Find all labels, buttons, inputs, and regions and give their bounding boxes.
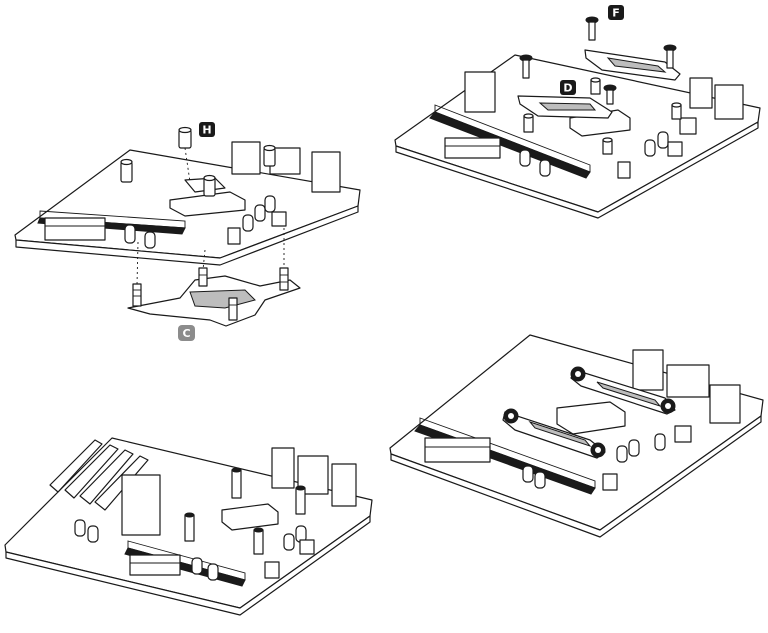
io-port — [709, 384, 741, 424]
bracket-screw — [603, 84, 617, 105]
memory-slot — [39, 210, 186, 229]
standoff — [590, 77, 601, 95]
standoff — [184, 512, 195, 542]
label-badge-d: D — [560, 80, 576, 95]
motherboard-illustration-1: H C — [14, 122, 361, 341]
label-badge-h: H — [199, 122, 215, 137]
header-connector — [271, 211, 287, 227]
io-port — [311, 151, 341, 193]
io-port — [231, 141, 261, 175]
expansion-slots — [49, 439, 149, 511]
header-connector — [264, 561, 280, 579]
label-badge-f: F — [608, 5, 624, 20]
motherboard-illustration-3 — [4, 437, 373, 616]
step-standoffs-installed — [0, 430, 380, 633]
header-connector — [602, 473, 618, 491]
standoff — [203, 174, 216, 197]
cpu-block — [121, 474, 161, 536]
io-port — [271, 447, 295, 489]
backplate-screw — [132, 283, 142, 307]
standoff — [263, 144, 276, 167]
io-port — [331, 463, 357, 507]
svg-text:D: D — [563, 82, 572, 95]
header-connector — [617, 161, 631, 179]
bracket-screw — [519, 54, 533, 79]
io-port — [714, 84, 744, 120]
capacitor-group — [74, 519, 307, 581]
backplate-screw — [279, 267, 289, 291]
backplate-screw — [228, 297, 238, 321]
memory-slot — [434, 104, 591, 173]
io-port — [632, 349, 664, 391]
capacitor-group — [124, 195, 276, 249]
step-backplate-install: H C — [0, 100, 380, 350]
power-connector — [424, 437, 491, 463]
header-connector — [679, 117, 697, 135]
standoff — [295, 485, 306, 515]
bracket-screw — [663, 44, 677, 69]
standoff — [602, 137, 613, 155]
bracket-screw — [503, 408, 519, 424]
standoff — [231, 467, 242, 499]
header-connector — [667, 141, 683, 157]
svg-text:C: C — [182, 327, 190, 340]
io-port — [464, 71, 496, 113]
cpu-socket — [556, 401, 626, 435]
motherboard-illustration-2: D F — [394, 5, 761, 219]
step-brackets-installed — [385, 330, 768, 540]
bracket-screw — [585, 16, 599, 41]
cpu-socket — [169, 191, 246, 217]
power-connector — [129, 554, 181, 576]
mounting-bracket-installed — [502, 411, 606, 459]
standoff — [253, 527, 264, 555]
io-port — [666, 364, 710, 398]
power-connector — [44, 217, 106, 241]
standoff — [120, 158, 133, 183]
capacitor-group — [519, 131, 669, 177]
backplate-screw — [198, 267, 208, 287]
svg-text:F: F — [612, 7, 620, 20]
capacitor-group — [522, 433, 666, 489]
header-connector — [674, 425, 692, 443]
bracket-screw — [570, 366, 586, 382]
svg-text:H: H — [202, 124, 211, 137]
standoff — [671, 102, 682, 120]
label-badge-c: C — [178, 325, 195, 341]
standoff — [523, 113, 534, 133]
step-bracket-install: D F — [390, 0, 768, 225]
memory-slot — [127, 540, 246, 581]
memory-slot — [419, 417, 596, 489]
power-connector — [444, 137, 501, 159]
bracket-screw — [660, 398, 676, 414]
header-connector — [227, 227, 241, 245]
motherboard-illustration-4 — [389, 334, 764, 538]
bracket-screw — [590, 442, 606, 458]
io-port — [689, 77, 713, 109]
standoff-h — [178, 126, 192, 149]
cpu-socket — [221, 503, 279, 531]
header-connector — [299, 539, 315, 555]
